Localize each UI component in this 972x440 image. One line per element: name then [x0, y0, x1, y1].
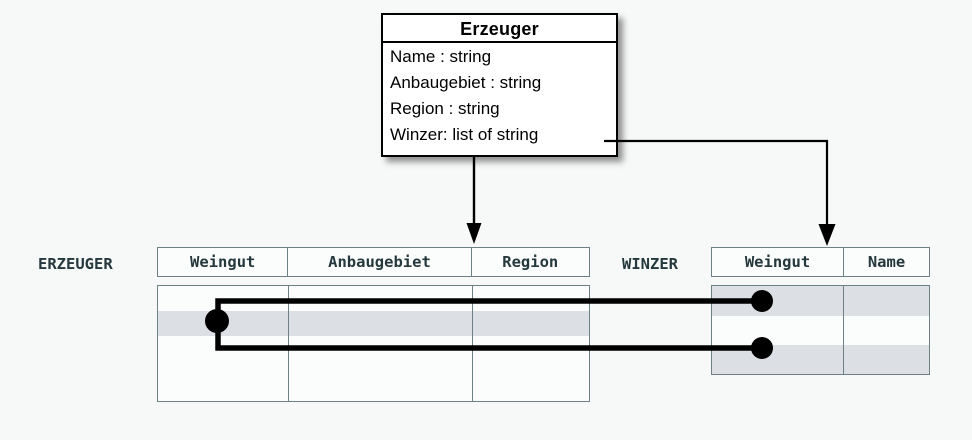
table-header-row-winzer: Weingut Name: [711, 247, 930, 277]
table-cell: [712, 316, 844, 345]
table-row[interactable]: [712, 316, 929, 345]
uml-attribute-region: Region : string: [390, 99, 500, 118]
table-label-winzer: WINZER: [622, 255, 678, 273]
table-row[interactable]: [158, 286, 589, 311]
table-body-erzeuger[interactable]: [157, 285, 590, 402]
table-cell: [473, 311, 589, 336]
column-header-name: Name: [867, 253, 906, 271]
uml-attribute-winzer: Winzer: list of string: [390, 125, 539, 144]
table-label-erzeuger: ERZEUGER: [38, 255, 113, 273]
uml-class-erzeuger[interactable]: Erzeuger Name : string Anbaugebiet : str…: [381, 13, 618, 157]
column-header-weingut: Weingut: [158, 248, 289, 276]
table-cell: [289, 311, 473, 336]
table-cell: [289, 336, 473, 368]
table-cell: [712, 345, 844, 374]
uml-attribute-name: Name : string: [390, 47, 492, 66]
table-cell: [473, 336, 589, 368]
table-row[interactable]: [158, 311, 589, 336]
table-cell: [158, 286, 289, 311]
uml-class-name: Erzeuger: [383, 15, 616, 43]
table-row[interactable]: [158, 368, 589, 401]
uml-attribute-anbaugebiet: Anbaugebiet : string: [390, 73, 542, 92]
table-cell: [158, 368, 289, 401]
table-row[interactable]: [712, 345, 929, 374]
mapping-arrow-winzer: [604, 139, 836, 246]
table-cell: [158, 336, 289, 368]
table-body-winzer[interactable]: [711, 285, 930, 375]
table-cell: [844, 345, 929, 374]
table-row[interactable]: [158, 336, 589, 368]
table-erzeuger[interactable]: Weingut Anbaugebiet Region: [157, 247, 590, 277]
table-row[interactable]: [712, 286, 929, 316]
table-cell: [844, 286, 929, 316]
table-cell: [289, 368, 473, 401]
column-header-anbaugebiet: Anbaugebiet: [288, 248, 472, 276]
table-cell: [844, 316, 929, 345]
column-header-weingut: Weingut: [712, 248, 844, 276]
table-cell: [473, 286, 589, 311]
uml-attribute-list: Name : string Anbaugebiet : string Regio…: [383, 43, 616, 148]
table-cell: [473, 368, 589, 401]
column-header-region: Region: [502, 253, 559, 271]
table-cell: [712, 286, 844, 316]
table-cell: [289, 286, 473, 311]
table-winzer[interactable]: Weingut Name: [711, 247, 930, 277]
mapping-arrow-erzeuger: [466, 157, 482, 244]
table-cell: [158, 311, 289, 336]
table-header-row-erzeuger: Weingut Anbaugebiet Region: [157, 247, 590, 277]
